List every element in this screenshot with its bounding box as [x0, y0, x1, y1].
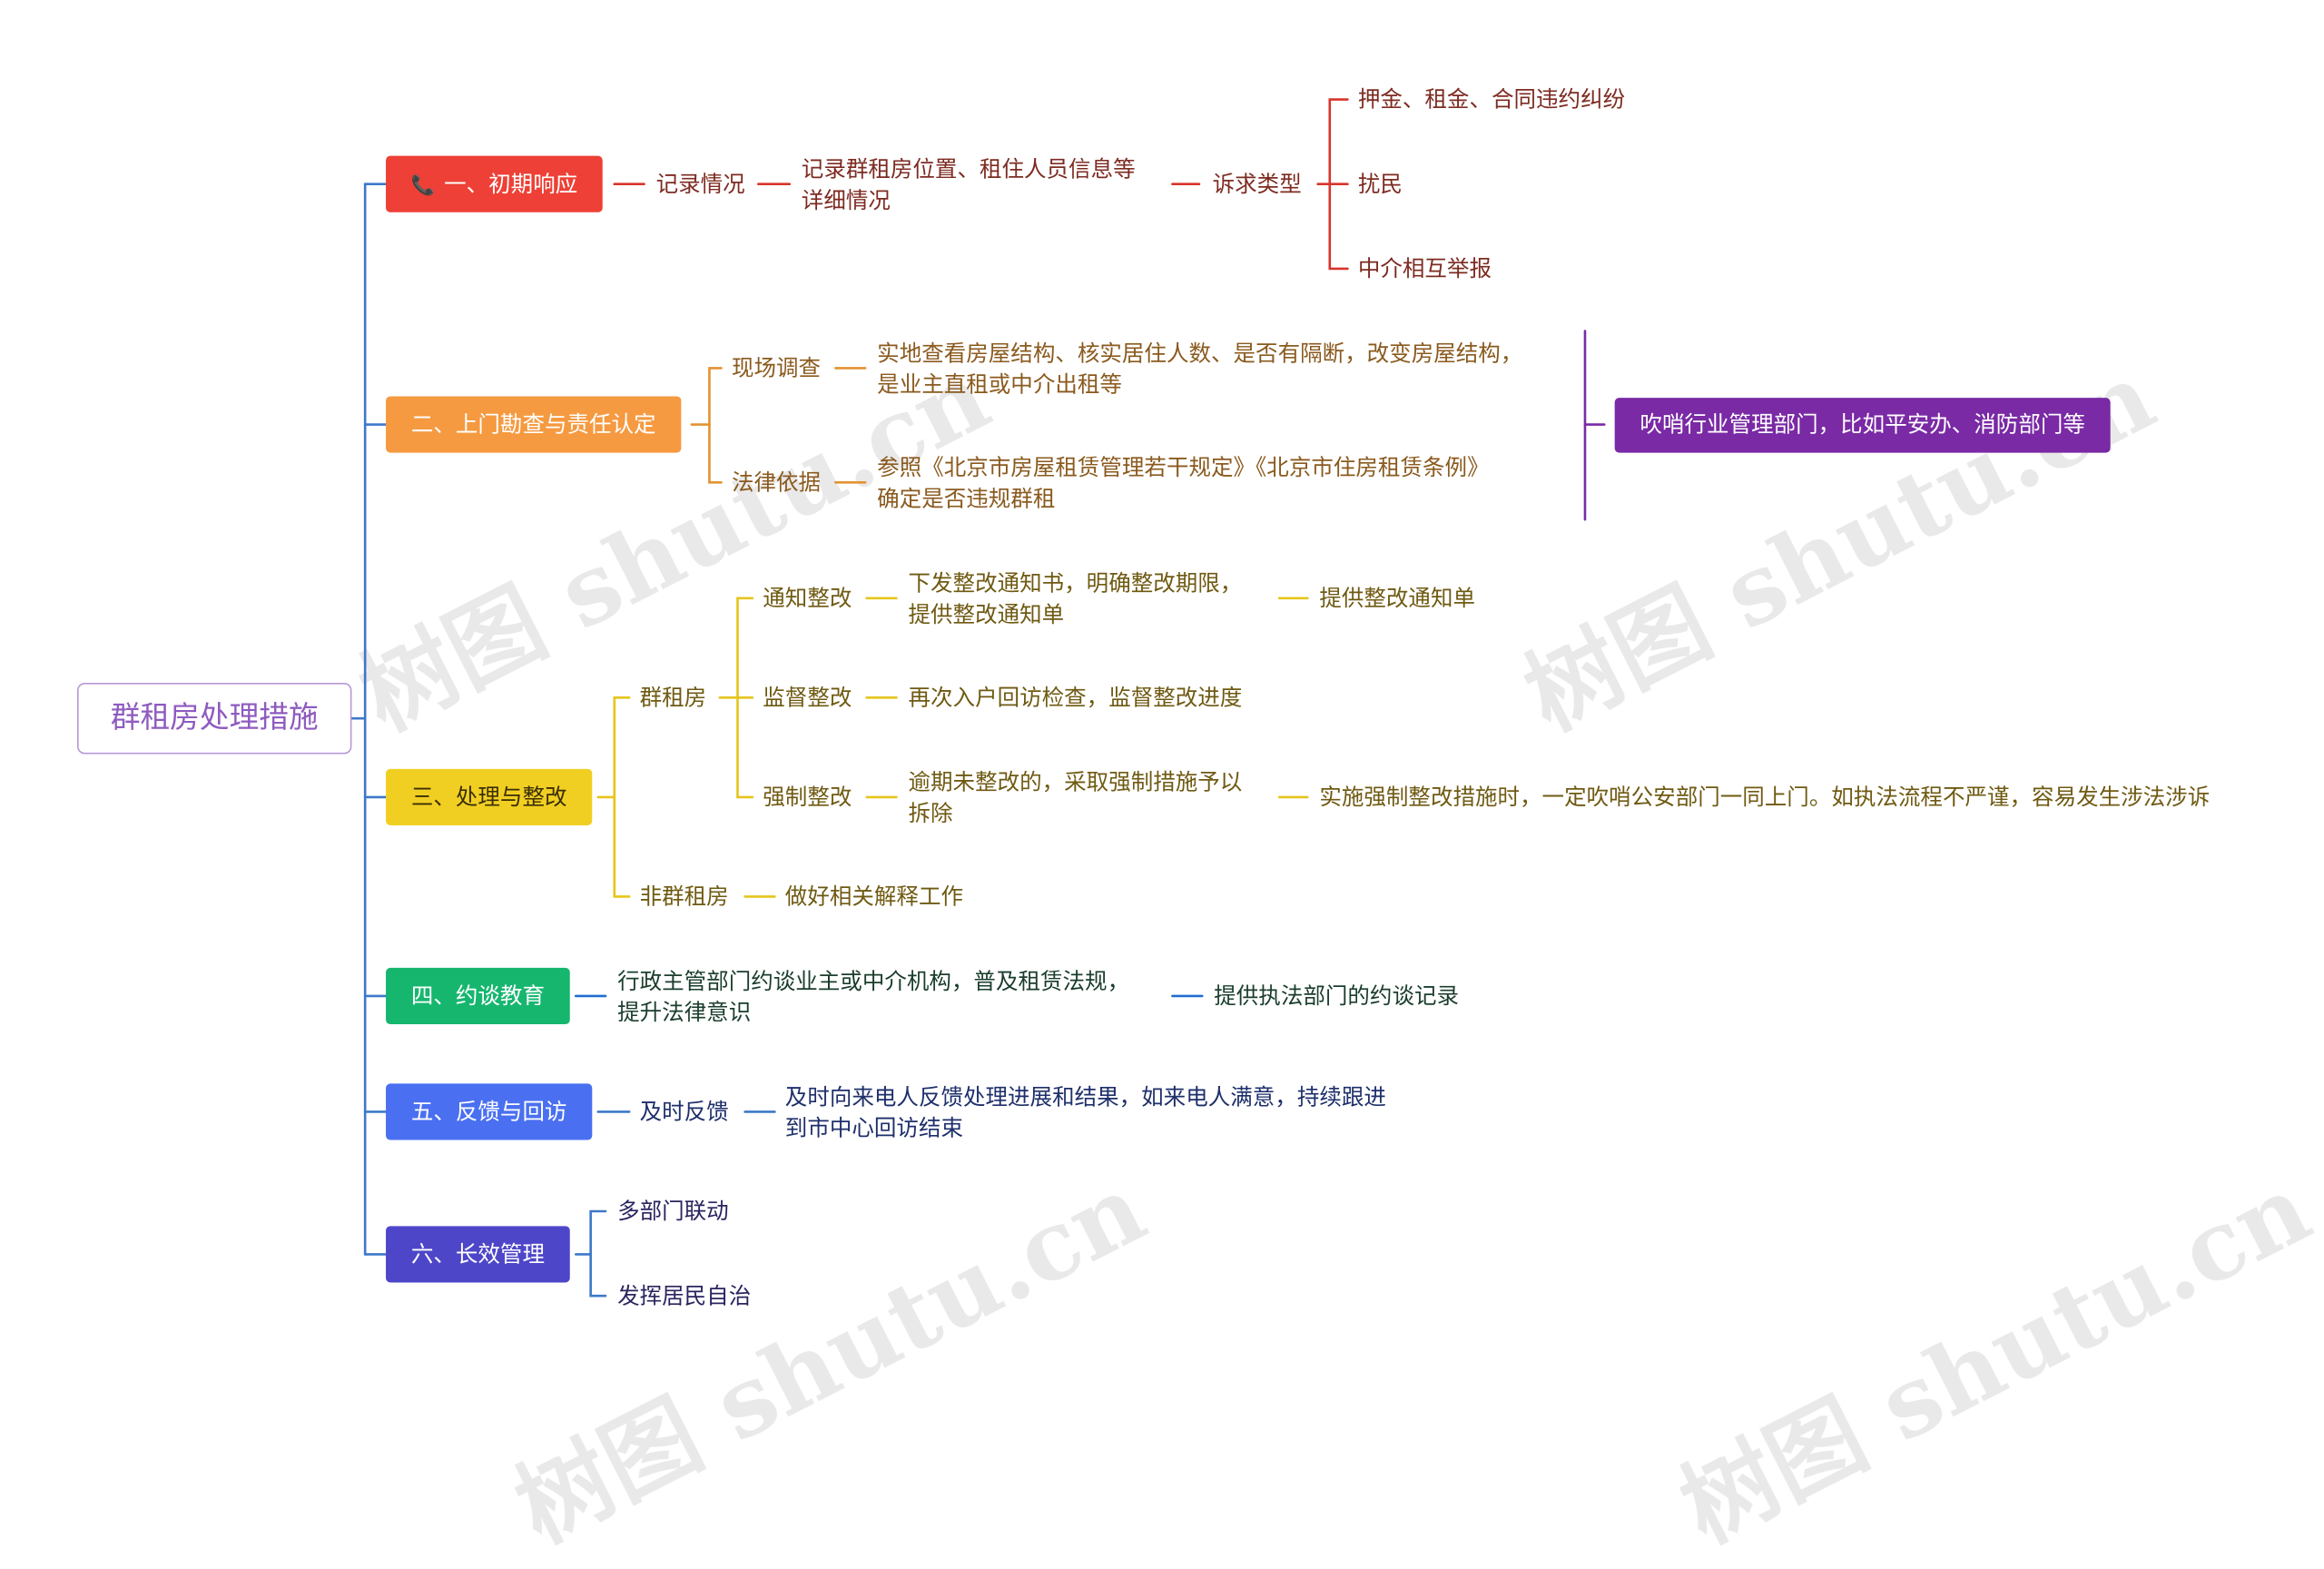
node-force[interactable]: 强制整改 — [763, 784, 852, 811]
node-legal-basis[interactable]: 法律依据 — [731, 469, 822, 497]
text-line: 参照《北京市房屋租赁管理若干规定》《北京市住房租赁条例》 — [877, 454, 1490, 481]
node-supervise-detail[interactable]: 再次入户回访检查，监督整改进度 — [908, 684, 1243, 712]
branch-education[interactable]: 四、约谈教育 — [386, 967, 570, 1025]
node-long-term-item[interactable]: 多部门联动 — [617, 1198, 729, 1225]
text-line: 下发整改通知书，明确整改期限， — [908, 569, 1243, 597]
node-long-term-item[interactable]: 发挥居民自治 — [617, 1282, 752, 1309]
branch-3-lines — [596, 597, 1309, 898]
node-complaint-type[interactable]: 诉求类型 — [1212, 171, 1302, 198]
summary-bracket — [1583, 330, 1606, 521]
node-site-detail[interactable]: 实地查看房屋结构、核实居住人数、是否有隔断，改变房屋结构， 是业主直租或中介出租… — [877, 339, 1522, 401]
node-force-detail[interactable]: 逾期未整改的，采取强制措施予以 拆除 — [908, 767, 1242, 830]
node-notice[interactable]: 通知整改 — [763, 585, 852, 612]
node-education-output[interactable]: 提供执法部门的约谈记录 — [1214, 982, 1460, 1010]
connector-lines — [350, 98, 1606, 1298]
branch-inspection[interactable]: 二、上门勘查与责任认定 — [386, 396, 682, 453]
node-record-detail[interactable]: 记录群租房位置、租住人员信息等 详细情况 — [802, 154, 1136, 217]
mind-map-canvas: 树图 shutu.cn 树图 shutu.cn 树图 shutu.cn 树图 s… — [77, 85, 2324, 1565]
text-line: 记录群租房位置、租住人员信息等 — [801, 155, 1136, 183]
branch-initial-response[interactable]: 📞 一、初期响应 — [386, 155, 604, 212]
node-record[interactable]: 记录情况 — [655, 171, 745, 198]
text-line: 提供整改通知单 — [908, 601, 1065, 628]
text-line: 逾期未整改的，采取强制措施予以 — [908, 768, 1243, 796]
node-feedback-detail[interactable]: 及时向来电人反馈处理进展和结果，如来电人满意，持续跟进 到市中心回访结束 — [785, 1082, 1386, 1145]
node-notice-output[interactable]: 提供整改通知单 — [1319, 585, 1476, 612]
node-force-output[interactable]: 实施强制整改措施时，一定吹哨公安部门一同上门。如执法流程不严谨，容易发生涉法涉诉 — [1319, 784, 2211, 811]
branch-1-lines — [613, 98, 1349, 271]
root-node[interactable]: 群租房处理措施 — [77, 683, 352, 755]
node-group-rental[interactable]: 群租房 — [639, 684, 707, 712]
branch-long-term[interactable]: 六、长效管理 — [386, 1226, 570, 1283]
node-non-group-detail[interactable]: 做好相关解释工作 — [784, 883, 964, 911]
branch-handling[interactable]: 三、处理与整改 — [386, 768, 593, 825]
branch-label: 一、初期响应 — [444, 171, 578, 198]
node-type-item[interactable]: 中介相互举报 — [1357, 255, 1492, 282]
node-site-survey[interactable]: 现场调查 — [731, 354, 822, 382]
trunk-lines — [350, 183, 388, 1256]
text-line: 行政主管部门约谈业主或中介机构，普及租赁法规， — [617, 967, 1130, 995]
text-line: 及时向来电人反馈处理进展和结果，如来电人满意，持续跟进 — [784, 1083, 1386, 1110]
text-line: 实地查看房屋结构、核实居住人数、是否有隔断，改变房屋结构， — [877, 340, 1523, 367]
node-supervise[interactable]: 监督整改 — [763, 684, 852, 712]
node-timely-feedback[interactable]: 及时反馈 — [639, 1098, 729, 1126]
node-type-item[interactable]: 押金、租金、合同违约纠纷 — [1357, 85, 1626, 113]
node-non-group-rental[interactable]: 非群租房 — [639, 883, 729, 911]
node-education-detail[interactable]: 行政主管部门约谈业主或中介机构，普及租赁法规， 提升法律意识 — [617, 966, 1129, 1029]
branch-2-lines — [690, 367, 867, 484]
phone-icon: 📞 — [410, 174, 436, 198]
text-line: 到市中心回访结束 — [784, 1114, 964, 1142]
branch-6-lines — [574, 1209, 607, 1298]
summary-node[interactable]: 吹哨行业管理部门，比如平安办、消防部门等 — [1614, 398, 2111, 453]
node-legal-detail[interactable]: 参照《北京市房屋租赁管理若干规定》《北京市住房租赁条例》 确定是否违规群租 — [877, 453, 1489, 516]
text-line: 拆除 — [908, 800, 953, 827]
node-notice-detail[interactable]: 下发整改通知书，明确整改期限， 提供整改通知单 — [908, 568, 1242, 631]
text-line: 是业主直租或中介出租等 — [877, 370, 1122, 399]
text-line: 提升法律意识 — [617, 999, 752, 1026]
branch-feedback[interactable]: 五、反馈与回访 — [386, 1083, 593, 1140]
text-line: 详细情况 — [801, 186, 891, 214]
node-type-item[interactable]: 扰民 — [1357, 171, 1403, 198]
text-line: 确定是否违规群租 — [877, 485, 1056, 513]
